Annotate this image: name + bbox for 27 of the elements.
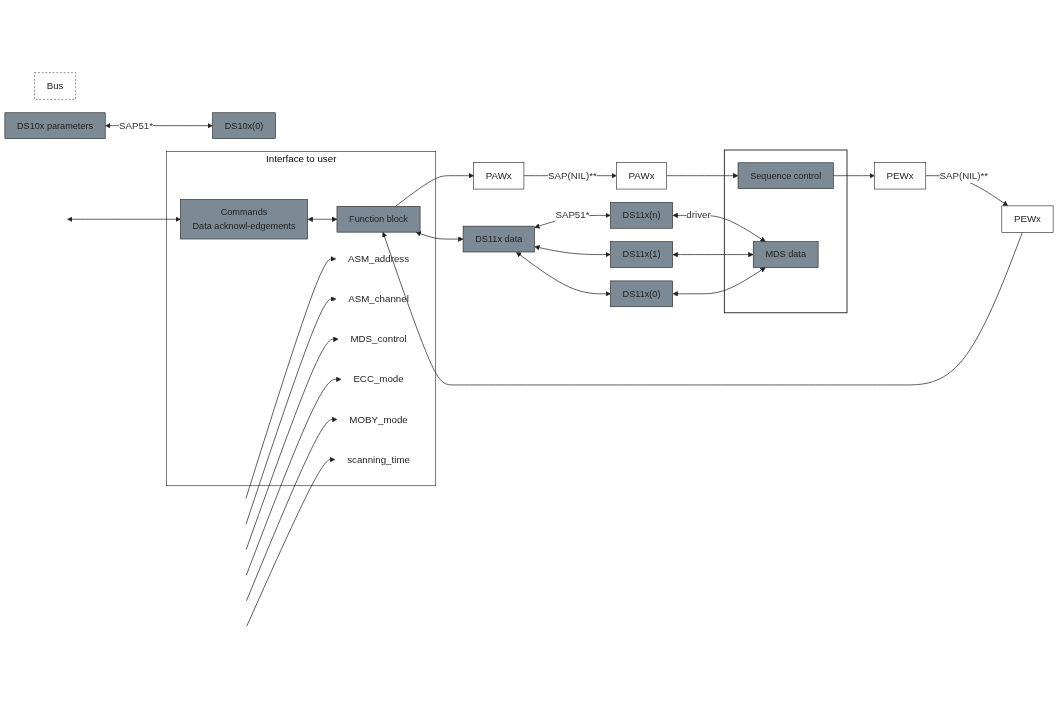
node-box: Function block [336,206,421,233]
node-box: DS11x(0) [610,280,673,308]
node-box: DS10x parameters [4,112,106,139]
node-text: scanning_time [347,454,410,465]
node-box: PAWx [473,162,525,190]
cluster [723,149,848,314]
node-box: Bus [34,72,76,100]
node-text: MOBY_mode [349,413,408,425]
edge-label: SAP51* [118,120,154,131]
node-box: Commands Data acknowl-edgements [180,199,308,240]
node-box: MDS data [752,241,819,268]
node-box: Sequence control [737,162,834,189]
node-text: ASM_address [347,253,410,264]
node-box: DS11x(1) [610,241,673,268]
node-box: DS11x(n) [610,202,673,229]
node-box: PEWx [1001,205,1054,233]
node-text: MDS_control [350,333,407,345]
edge-label: SAP(NIL)** [548,170,597,181]
node-box: DS11x data [462,225,535,253]
node-box: PEWx [874,162,927,190]
node-box: DS10x(0) [212,112,276,139]
node-text: ECC_mode [353,373,404,385]
edge-label: SAP(NIL)** [939,170,989,181]
edge-label: driver [686,209,711,221]
node-box: PAWx [616,162,667,190]
edge-label: SAP51* [555,209,590,221]
node-text: ASM_channel [348,293,409,304]
